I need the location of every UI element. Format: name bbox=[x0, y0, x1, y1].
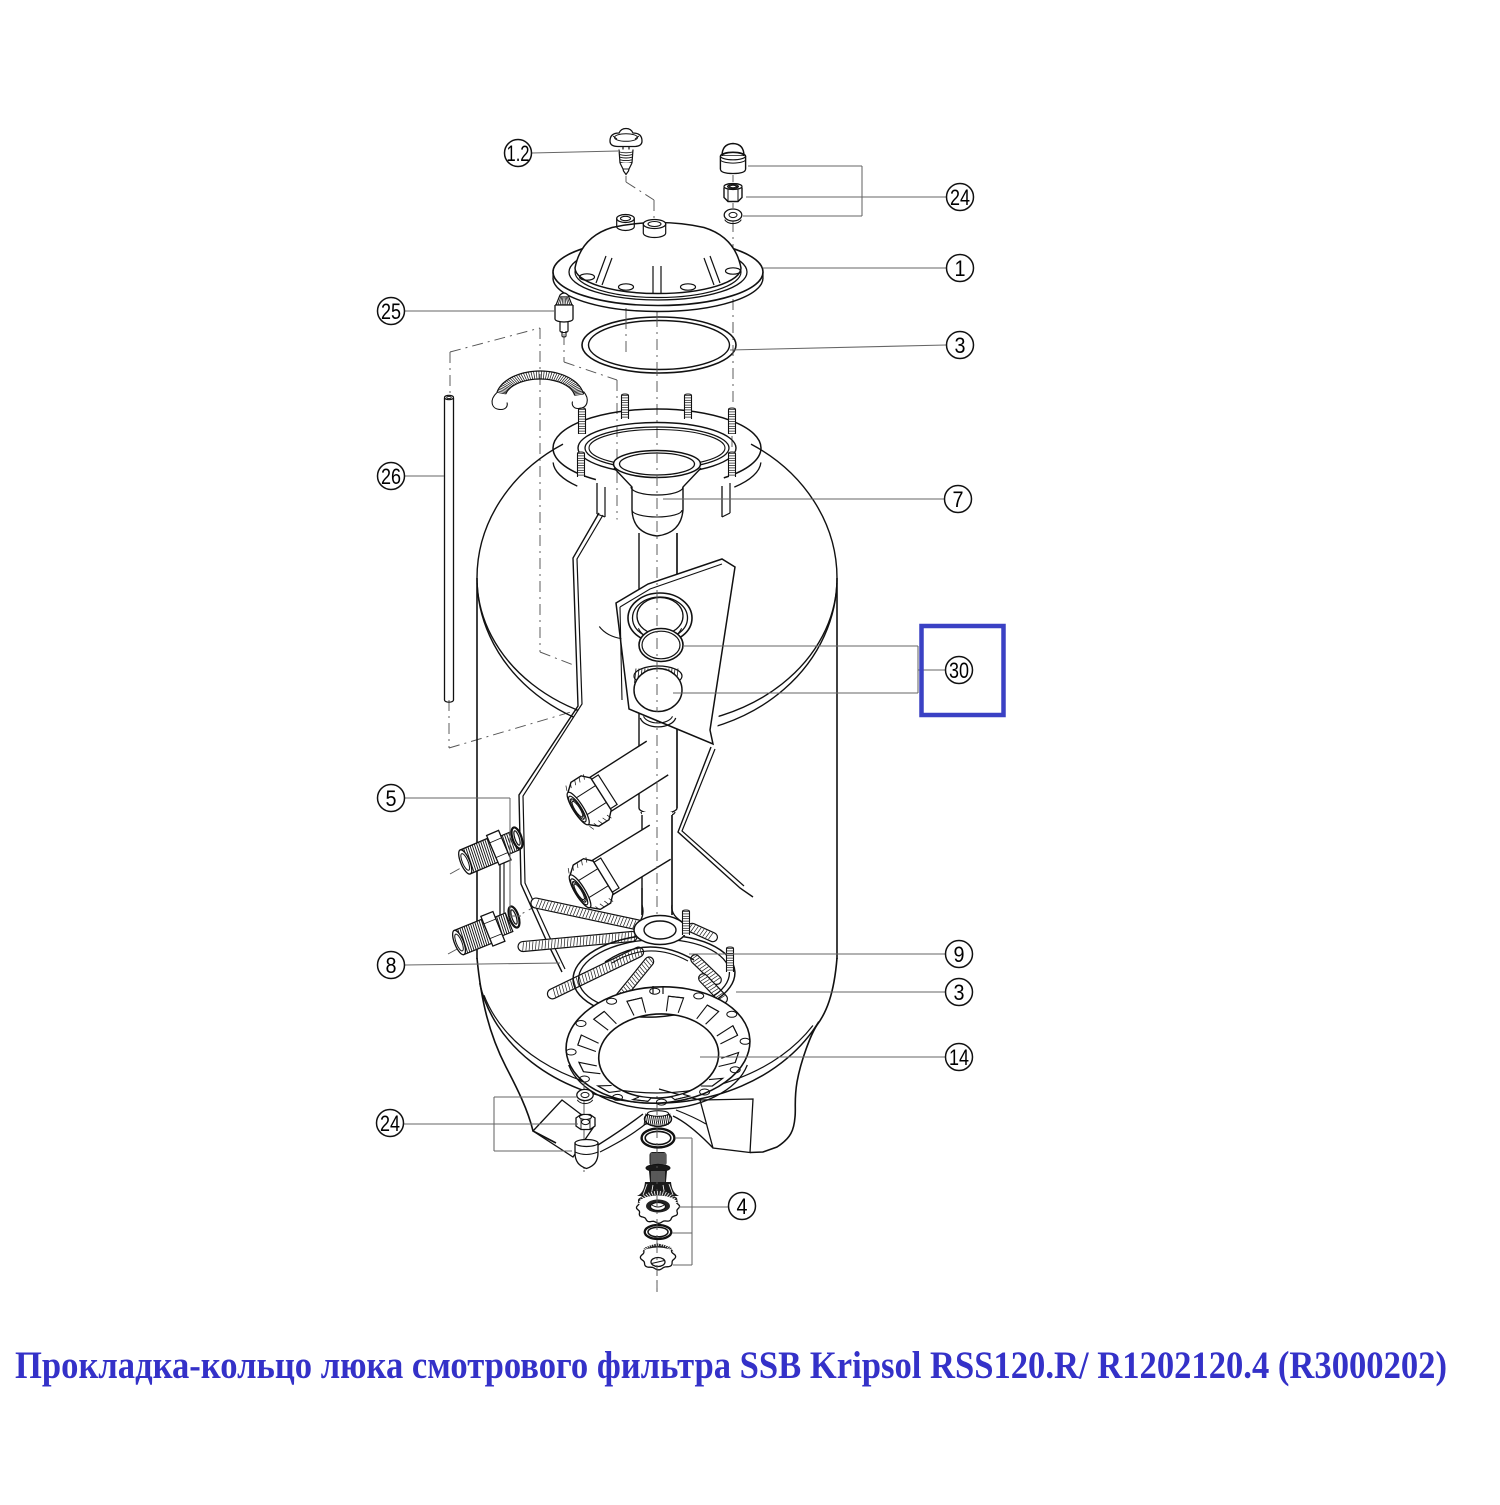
svg-text:14: 14 bbox=[949, 1045, 969, 1070]
svg-text:1: 1 bbox=[955, 256, 966, 281]
svg-text:4: 4 bbox=[737, 1194, 748, 1219]
svg-text:24: 24 bbox=[950, 185, 970, 210]
svg-text:3: 3 bbox=[955, 333, 966, 358]
svg-text:8: 8 bbox=[386, 953, 397, 978]
svg-text:24: 24 bbox=[380, 1111, 400, 1136]
svg-text:26: 26 bbox=[381, 464, 401, 489]
svg-text:25: 25 bbox=[381, 299, 401, 324]
svg-text:9: 9 bbox=[954, 942, 965, 967]
svg-text:Прокладка-кольцо люка смотрово: Прокладка-кольцо люка смотрового фильтра… bbox=[15, 1344, 1447, 1387]
svg-text:3: 3 bbox=[954, 980, 965, 1005]
svg-text:1.2: 1.2 bbox=[507, 141, 530, 166]
svg-text:7: 7 bbox=[953, 487, 964, 512]
svg-text:5: 5 bbox=[386, 786, 397, 811]
svg-text:30: 30 bbox=[949, 658, 969, 683]
